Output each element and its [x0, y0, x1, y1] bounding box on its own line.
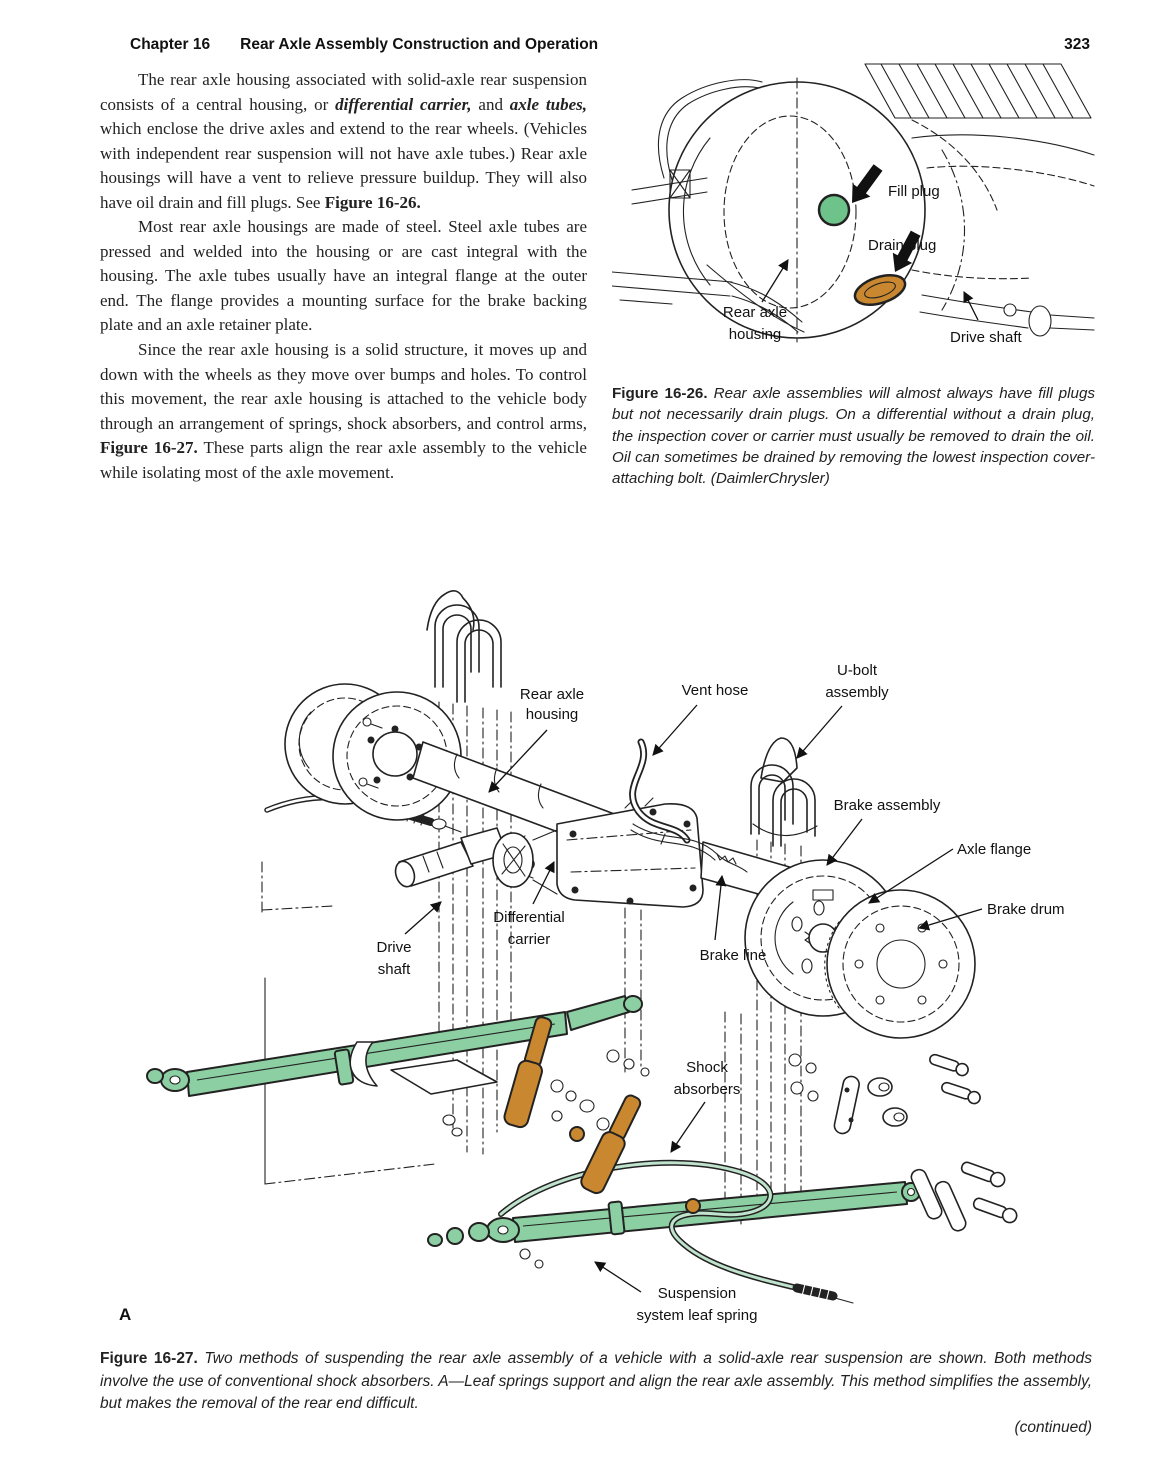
- label-brake-drum: Brake drum: [987, 901, 1065, 918]
- spring-bracket: [349, 1041, 378, 1087]
- drain-plug: [853, 274, 907, 306]
- figure-16-27-drawing: Rear axle housing Vent hose U-bolt assem…: [119, 590, 1065, 1324]
- drive-shaft-lines: [911, 269, 1095, 337]
- label-brake-line: Brake line: [700, 947, 767, 964]
- svg-text:absorbers: absorbers: [674, 1081, 741, 1098]
- label-drive-shaft: Drive: [376, 939, 411, 956]
- shackle-assembly: [910, 1161, 1018, 1232]
- shock-absorber-1: [503, 1016, 553, 1129]
- u-bolt-left: [426, 590, 502, 703]
- brake-drum-left: [284, 683, 462, 821]
- differential-housing: [668, 77, 998, 343]
- floor-pan-hatching: [864, 63, 1095, 187]
- label-drive-shaft: Drive shaft: [950, 329, 1023, 346]
- paragraph: Most rear axle housings are made of stee…: [100, 217, 587, 335]
- svg-text:shaft: shaft: [378, 961, 411, 978]
- shock-absorber-2: [580, 1094, 642, 1195]
- svg-text:assembly: assembly: [825, 684, 889, 701]
- label-fill-plug: Fill plug: [888, 183, 940, 200]
- frame-lines: [612, 79, 805, 333]
- brake-drum-right: [824, 889, 976, 1039]
- page-header: Chapter 16 Rear Axle Assembly Constructi…: [100, 36, 1090, 54]
- chapter-label: Chapter 16: [130, 36, 211, 53]
- page-number: 323: [1064, 36, 1090, 53]
- driveshaft-pointer: [963, 291, 979, 321]
- fill-plug: [817, 193, 851, 227]
- label-rear-axle-housing: Rear axle: [723, 304, 787, 321]
- shock-absorbers: [503, 1016, 701, 1214]
- figure-16-27-caption: Figure 16-27. Two methods of suspending …: [100, 1348, 1092, 1439]
- reference-lines: [261, 861, 436, 1185]
- svg-text:housing: housing: [526, 706, 579, 723]
- figure-labels: Rear axle housing Vent hose U-bolt assem…: [119, 662, 1065, 1324]
- label-shock-absorbers: Shock: [686, 1059, 728, 1076]
- drain-plug-arrow-icon: [892, 230, 921, 272]
- label-u-bolt-assembly: U-bolt: [837, 662, 878, 679]
- label-drain-plug: Drain plug: [868, 237, 936, 254]
- vent-hose-part: [629, 738, 691, 844]
- continued-note: (continued): [1014, 1418, 1092, 1436]
- hardware-small-parts: [519, 1049, 981, 1269]
- figure-16-26-drawing: Fill plug Drain plug Rear axle housing D…: [612, 63, 1095, 346]
- svg-text:housing: housing: [729, 326, 782, 343]
- u-bolt-right: [750, 737, 818, 847]
- label-brake-assembly: Brake assembly: [834, 797, 941, 814]
- label-rear-axle-housing: Rear axle: [520, 686, 584, 703]
- label-differential-carrier: Differential: [493, 909, 564, 926]
- brake-line-part: [630, 823, 748, 873]
- label-leaf-spring: Suspension: [658, 1285, 736, 1302]
- spring-plate: [390, 1059, 498, 1137]
- article-column: The rear axle housing associated with so…: [100, 68, 587, 485]
- housing-pointer: [761, 259, 789, 303]
- parking-brake-cable-lower: [498, 1159, 854, 1304]
- label-axle-flange: Axle flange: [957, 841, 1031, 858]
- figure-16-26-caption: Figure 16-26. Rear axle assemblies will …: [612, 385, 1095, 488]
- label-vent-hose: Vent hose: [682, 682, 749, 699]
- paragraph: Since the rear axle housing is a solid s…: [100, 340, 587, 482]
- paragraph: The rear axle housing associated with so…: [100, 70, 588, 212]
- fill-plug-arrow-icon: [852, 164, 883, 203]
- label-pointers: [404, 704, 983, 1293]
- svg-text:carrier: carrier: [508, 931, 551, 948]
- svg-text:system leaf spring: system leaf spring: [637, 1307, 758, 1324]
- page-title: Rear Axle Assembly Construction and Oper…: [240, 36, 599, 53]
- view-marker-a: A: [119, 1305, 131, 1324]
